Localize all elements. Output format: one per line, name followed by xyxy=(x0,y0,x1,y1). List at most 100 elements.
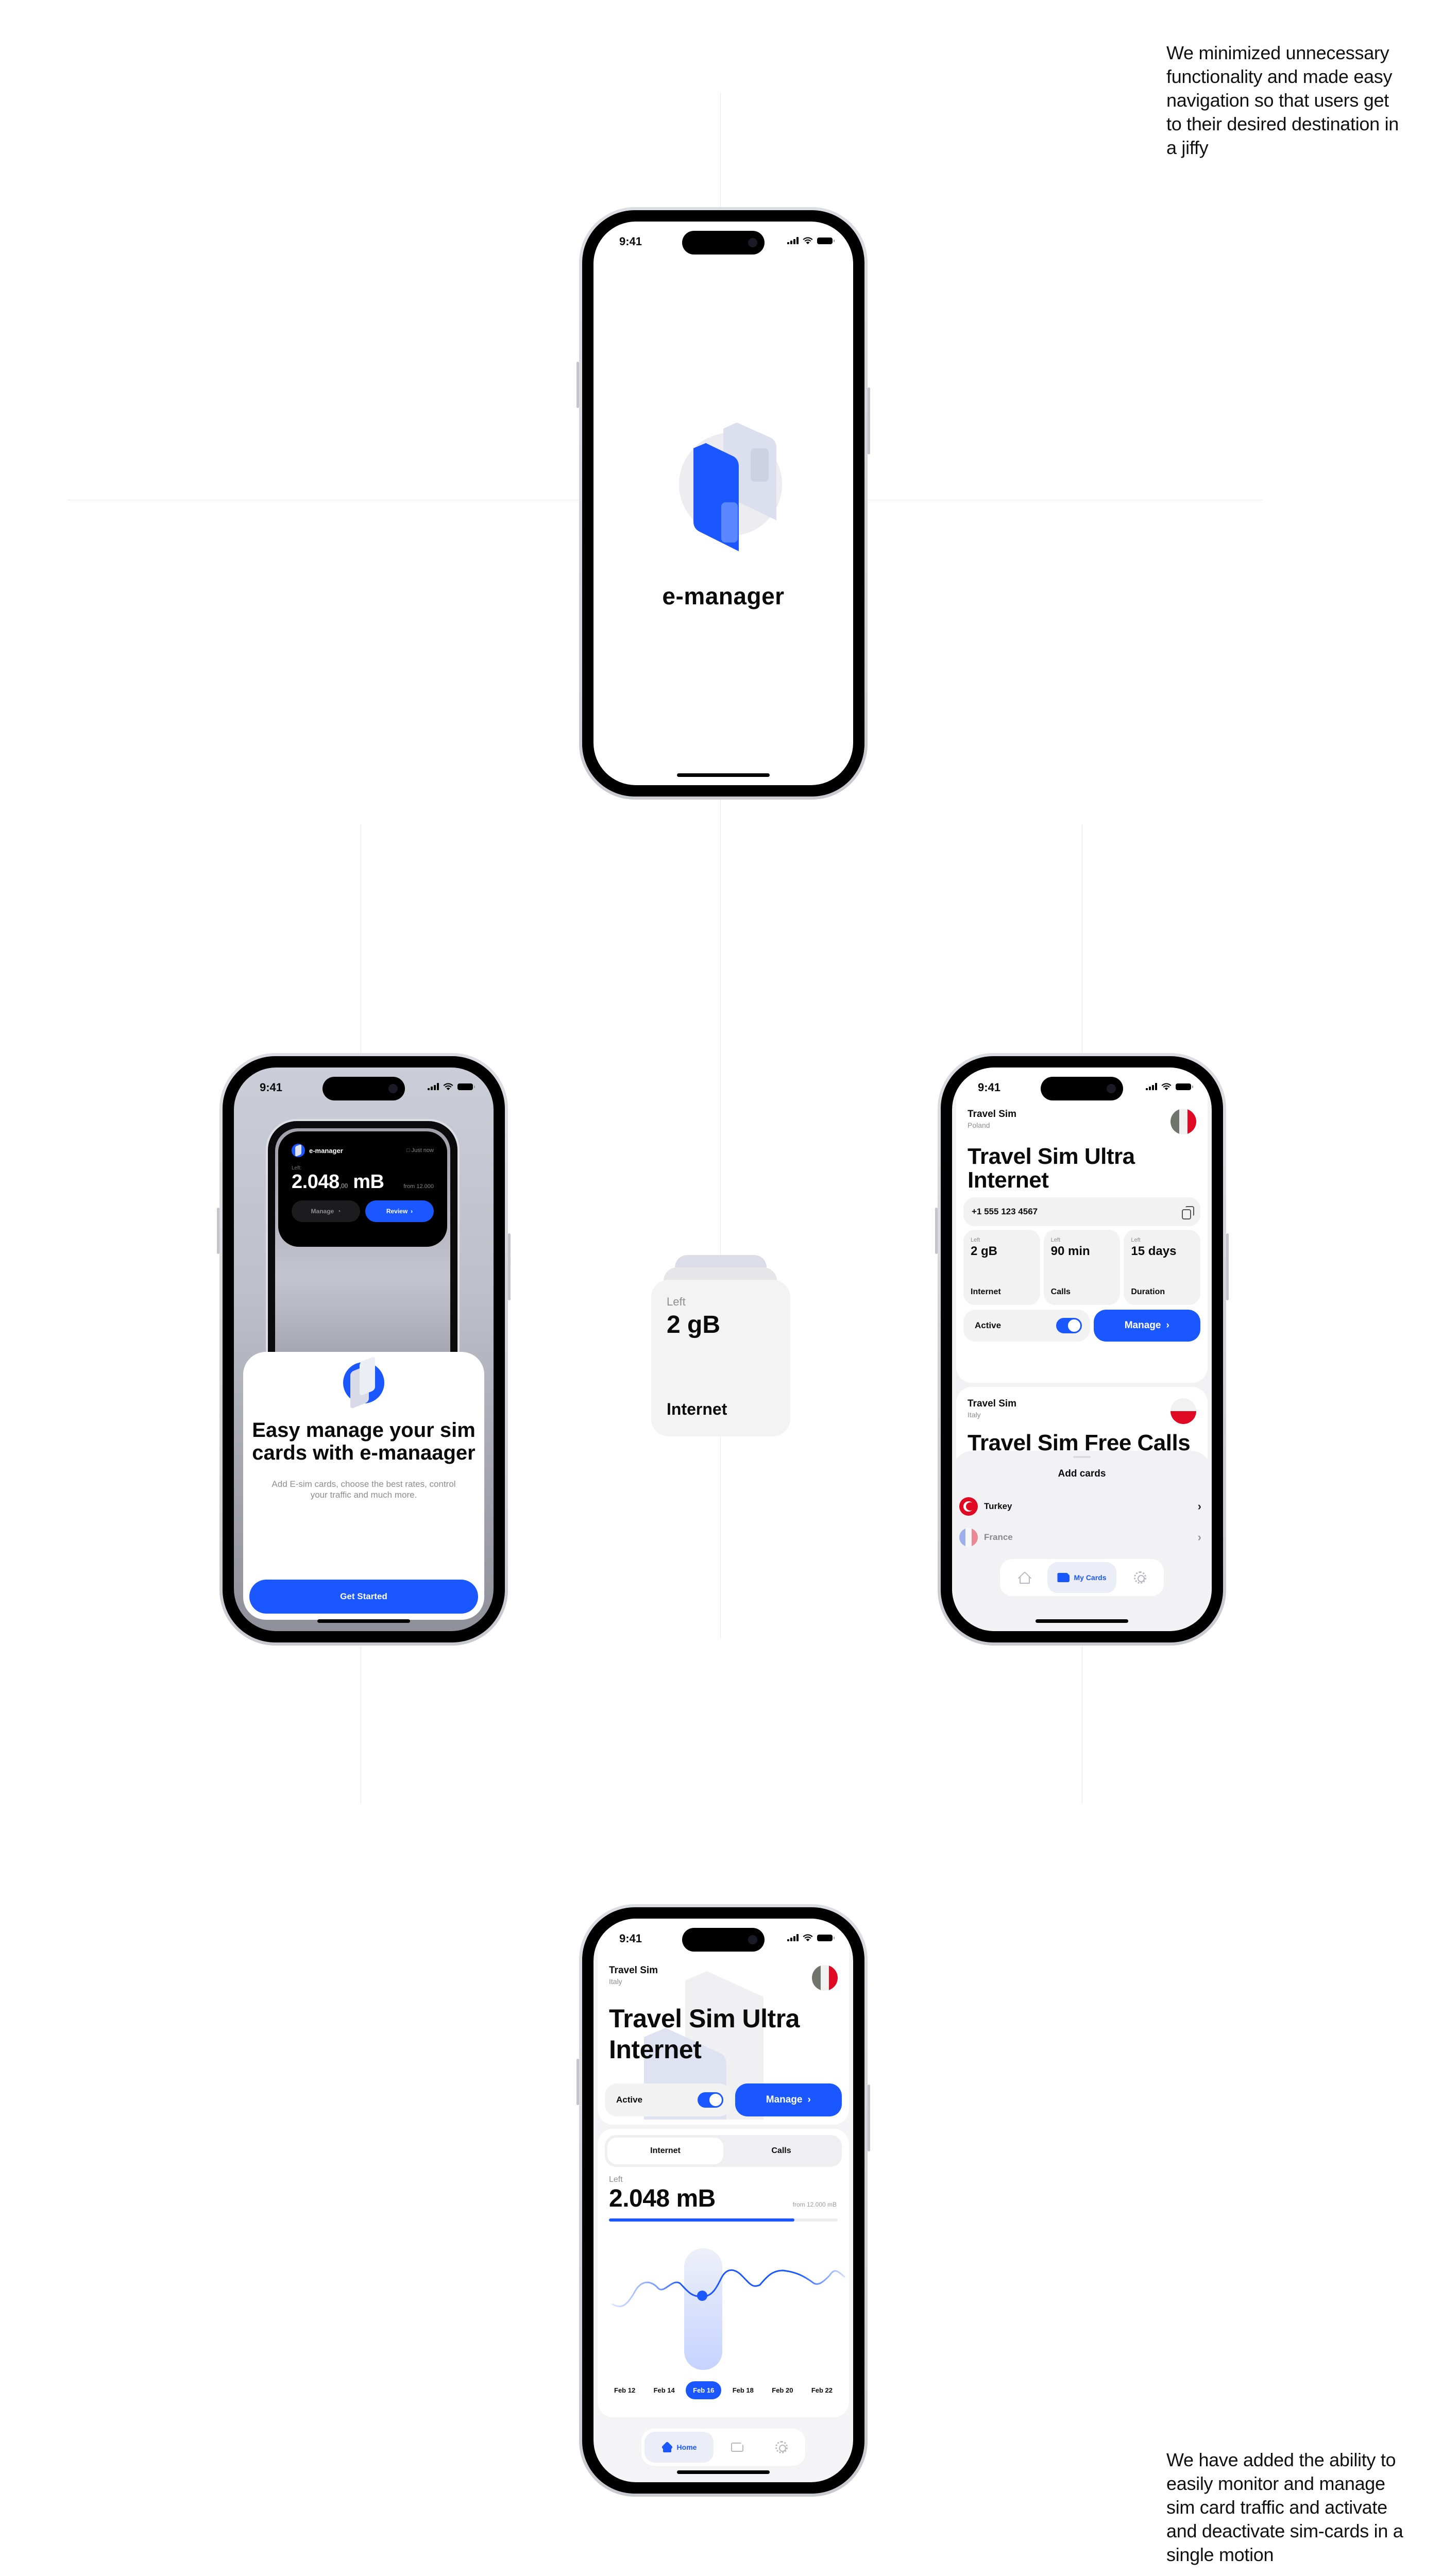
chevron-right-icon: › xyxy=(1166,1320,1169,1331)
active-toggle-row: Active xyxy=(963,1310,1090,1342)
manage-button[interactable]: Manage› xyxy=(735,2083,842,2116)
splash-screen: 9:41 e-manager xyxy=(593,222,853,785)
tab-home[interactable]: Home xyxy=(644,2432,714,2463)
date-chip-selected[interactable]: Feb 16 xyxy=(686,2381,722,2399)
turkey-flag-icon xyxy=(959,1497,978,1516)
wifi-icon xyxy=(1161,1083,1172,1090)
internet-stat-card: Left 2 gB Internet xyxy=(651,1280,790,1436)
italy-flag-icon xyxy=(1170,1109,1196,1134)
dynamic-island xyxy=(682,231,765,255)
tab-internet[interactable]: Internet xyxy=(607,2138,723,2164)
home-indicator xyxy=(677,773,770,777)
wifi-icon xyxy=(803,1934,813,1941)
status-bar: 9:41 xyxy=(593,1932,853,1947)
onboarding-sheet: Easy manage your sim cards with e-manaag… xyxy=(243,1352,484,1620)
tab-calls[interactable]: Calls xyxy=(771,2146,791,2155)
active-toggle[interactable] xyxy=(1056,1318,1082,1333)
dynamic-island xyxy=(1041,1077,1123,1100)
status-bar: 9:41 xyxy=(952,1081,1212,1096)
country-row-turkey[interactable]: Turkey › xyxy=(959,1496,1201,1517)
chevron-right-icon: › xyxy=(1197,1500,1201,1513)
caption-bottom: We have added the ability to easily moni… xyxy=(1166,2449,1403,2565)
widget-manage-button[interactable]: Manage◔ xyxy=(292,1200,360,1222)
date-chip[interactable]: Feb 22 xyxy=(811,2386,833,2394)
live-activity-widget[interactable]: e-manager □ Just now Left: 2.048,00 mB f… xyxy=(278,1131,447,1247)
usage-progress-bar xyxy=(609,2218,838,2222)
sim-card-icon xyxy=(731,2443,743,2452)
usage-amount: 2.048 mB xyxy=(609,2185,716,2212)
usage-chart xyxy=(612,2248,845,2370)
home-indicator xyxy=(1036,1619,1128,1623)
date-chip[interactable]: Feb 14 xyxy=(653,2386,675,2394)
card-kicker: Travel Sim xyxy=(968,1109,1017,1120)
active-toggle[interactable] xyxy=(697,2092,723,2108)
app-logo-icon xyxy=(292,1144,305,1157)
guide-line xyxy=(720,93,721,1638)
chevron-right-icon: › xyxy=(1197,1531,1201,1544)
card-country: Italy xyxy=(609,1977,622,1986)
card-title: Travel Sim Free Calls xyxy=(968,1430,1191,1455)
widget-left-label: Left: xyxy=(292,1165,302,1171)
dynamic-island xyxy=(323,1077,405,1100)
phone-number: +1 555 123 4567 xyxy=(972,1207,1038,1216)
card-kicker: Travel Sim xyxy=(609,1965,658,1976)
tab-bar: My Cards xyxy=(1000,1559,1164,1596)
france-flag-icon xyxy=(959,1528,978,1547)
usage-segmented-control: Internet Calls xyxy=(605,2135,842,2167)
home-indicator xyxy=(317,1619,410,1623)
usage-panel: Internet Calls Left 2.048 mB from 12.000… xyxy=(598,2129,849,2417)
card-country: Poland xyxy=(968,1121,990,1129)
signal-icon xyxy=(787,1934,799,1941)
onboarding-title: Easy manage your sim cards with e-manaag… xyxy=(252,1419,476,1464)
usage-from: from 12.000 mB xyxy=(792,2201,837,2208)
copy-icon[interactable] xyxy=(1182,1206,1194,1219)
tab-settings[interactable] xyxy=(761,2432,802,2463)
tab-my-cards[interactable] xyxy=(717,2432,758,2463)
date-chip[interactable]: Feb 12 xyxy=(614,2386,636,2394)
gear-icon xyxy=(1134,1571,1146,1584)
battery-icon xyxy=(817,1934,835,1941)
get-started-button[interactable]: Get Started xyxy=(249,1580,478,1614)
home-icon xyxy=(661,2442,673,2452)
widget-app-name: e-manager xyxy=(309,1146,343,1155)
tab-bar: Home xyxy=(641,2429,805,2466)
phone-number-row[interactable]: +1 555 123 4567 xyxy=(963,1197,1200,1226)
card-country: Italy xyxy=(968,1411,981,1419)
sheet-grabber[interactable] xyxy=(1073,1456,1091,1458)
country-row-france[interactable]: France › xyxy=(959,1527,1201,1548)
widget-review-button[interactable]: Review› xyxy=(365,1200,434,1222)
status-time: 9:41 xyxy=(978,1081,1001,1094)
usage-left-label: Left xyxy=(609,2175,623,2184)
status-bar: 9:41 xyxy=(593,235,853,250)
caption-top: We minimized unnecessary functionality a… xyxy=(1166,42,1399,158)
home-icon xyxy=(1018,1572,1030,1584)
gear-icon xyxy=(775,2441,788,2453)
date-chip[interactable]: Feb 20 xyxy=(772,2386,793,2394)
wifi-icon xyxy=(443,1083,453,1090)
tab-home[interactable] xyxy=(1003,1562,1044,1593)
onboarding-screen: 9:41 e-manager □ Just now Left: 2.048,00… xyxy=(234,1067,494,1631)
widget-from: from 12.000 xyxy=(403,1183,434,1190)
card-title: Travel Sim Ultra Internet xyxy=(968,1144,1135,1193)
status-time: 9:41 xyxy=(260,1081,283,1094)
manage-button[interactable]: Manage› xyxy=(1093,1310,1200,1342)
signal-icon xyxy=(1146,1083,1157,1090)
pie-icon: ◔ xyxy=(337,1208,341,1215)
date-selector: Feb 12 Feb 14 Feb 16 Feb 18 Feb 20 Feb 2… xyxy=(607,2381,840,2399)
tab-settings[interactable] xyxy=(1119,1562,1161,1593)
dynamic-island xyxy=(682,1928,765,1952)
signal-icon xyxy=(787,237,799,244)
tab-my-cards[interactable]: My Cards xyxy=(1047,1562,1116,1593)
date-chip[interactable]: Feb 18 xyxy=(732,2386,754,2394)
italy-flag-icon xyxy=(812,1965,838,1991)
app-logo-icon xyxy=(343,1362,384,1403)
